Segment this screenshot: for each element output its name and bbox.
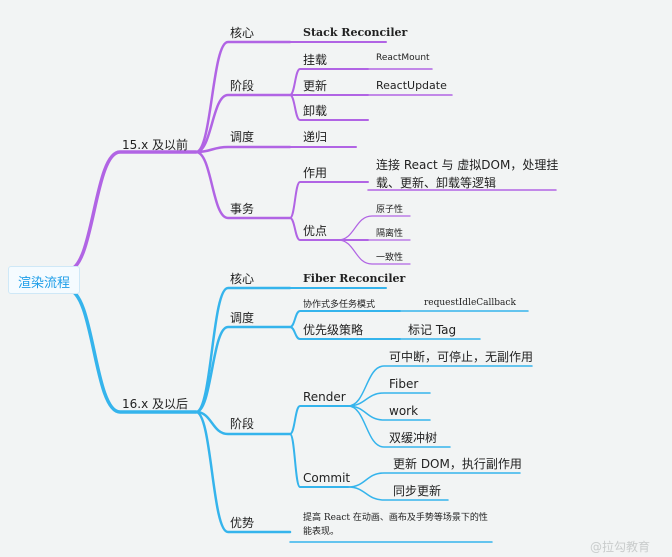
link-v16-commit — [289, 433, 349, 488]
v15-core-label: 核心 — [230, 26, 255, 40]
link-v16-core — [194, 286, 292, 414]
link-v16-advantage — [194, 410, 292, 534]
link-v15-unmount — [289, 94, 369, 121]
root-node: 渲染流程 — [18, 276, 71, 291]
link-v16-sync — [347, 486, 449, 501]
link-v16-fiber — [347, 392, 431, 407]
link-v15-atomic — [337, 215, 411, 241]
link-v15-mount — [289, 68, 369, 96]
link-v16-priority — [289, 326, 401, 340]
v16-schedule-label: 调度 — [230, 311, 255, 325]
link-v16-schedule — [194, 325, 292, 414]
v16-priority: 优先级策略 — [303, 323, 364, 337]
v16-coop-api: requestIdleCallback — [424, 298, 516, 308]
link-v16-update-dom — [347, 472, 521, 488]
v16-render: Render — [303, 390, 346, 404]
link-v16-interruptible — [347, 365, 533, 407]
v16-render-work: work — [389, 404, 419, 418]
v15-merits-label: 优点 — [303, 224, 328, 238]
v15-schedule-label: 调度 — [230, 130, 255, 144]
v15-mount: 挂载 — [303, 53, 328, 67]
v15-stage-label: 阶段 — [230, 79, 255, 93]
v15-core-value: Stack Reconciler — [303, 26, 408, 39]
v15-update: 更新 — [303, 79, 328, 93]
v15-unmount: 卸载 — [303, 104, 328, 118]
v15-merit-atomic: 原子性 — [376, 205, 404, 215]
v16-advantage-text: 提高 React 在动画、画布及手势等场景下的性能表现。 — [303, 513, 488, 537]
v16-stage-label: 阶段 — [230, 417, 255, 431]
link-v15-schedule — [194, 145, 292, 154]
v16-render-interruptible: 可中断，可停止，无副作用 — [389, 350, 534, 364]
v16-core-value: Fiber Reconciler — [303, 272, 406, 285]
link-v15-transaction — [194, 150, 292, 220]
link-v16-stage — [194, 410, 292, 436]
link-root-v15 — [66, 150, 198, 272]
v15-update-api: ReactUpdate — [376, 79, 447, 92]
v16-commit-update-dom: 更新 DOM，执行副作用 — [393, 457, 522, 471]
link-v15-core — [194, 40, 292, 154]
v15-schedule-value: 递归 — [303, 130, 328, 144]
v15-merit-isolation: 隔离性 — [376, 229, 404, 239]
link-v16-render — [289, 405, 349, 435]
v16-priority-tag: 标记 Tag — [408, 323, 457, 337]
link-v15-merits — [289, 217, 369, 241]
v15-role-text: 连接 React 与 虚拟DOM，处理挂载、更新、卸载等逻辑 — [376, 158, 559, 190]
watermark: @拉勾教育 — [590, 540, 651, 554]
root-node-box — [8, 266, 80, 294]
v16-commit-sync: 同步更新 — [393, 484, 442, 498]
v16-coop-mode: 协作式多任务模式 — [303, 300, 376, 310]
v16-render-double-buffer: 双缓冲树 — [389, 431, 438, 445]
link-root-v16 — [66, 288, 198, 414]
v15-mount-api: ReactMount — [376, 53, 430, 63]
v15-transaction-label: 事务 — [230, 202, 255, 216]
v16-core-label: 核心 — [230, 272, 255, 286]
v16-advantage-label: 优势 — [230, 516, 255, 530]
v15-merit-consistency: 一致性 — [376, 253, 404, 263]
link-v16-double-buffer — [347, 405, 451, 448]
link-v15-stage — [194, 93, 292, 154]
v16-commit: Commit — [303, 471, 351, 485]
v15-role-label: 作用 — [303, 166, 328, 180]
v16-branch: 16.x 及以后 — [122, 397, 189, 411]
v16-render-fiber: Fiber — [389, 377, 419, 391]
link-v15-consistency — [337, 239, 411, 265]
v15-branch: 15.x 及以前 — [122, 138, 189, 152]
link-v15-role — [289, 181, 369, 219]
